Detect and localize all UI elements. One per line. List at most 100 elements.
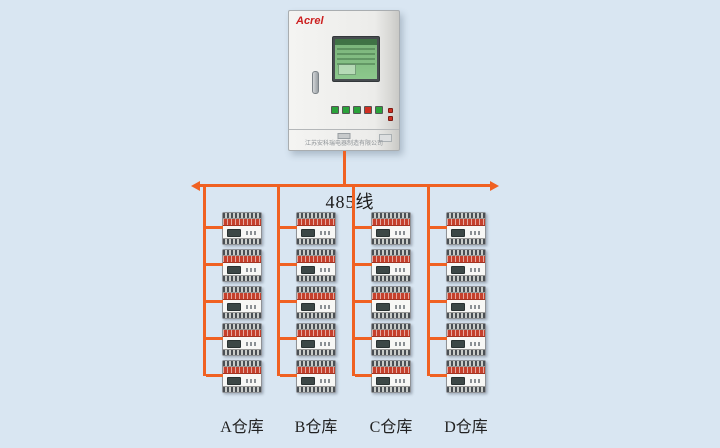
device-lcd-icon [227, 340, 241, 348]
power-meter-device [206, 249, 262, 282]
device-brand-band [297, 367, 335, 374]
device-buttons-icon [470, 342, 481, 346]
terminal-strip-top-icon [297, 213, 335, 219]
power-meter-device [280, 212, 336, 245]
device-buttons-icon [470, 305, 481, 309]
device-brand-band [223, 256, 261, 263]
terminal-strip-top-icon [372, 324, 410, 330]
terminal-strip-top-icon [447, 250, 485, 256]
warehouse-label-d: D仓库 [444, 419, 488, 436]
power-meter-device [206, 286, 262, 319]
device-lcd-icon [301, 377, 315, 385]
terminal-strip-top-icon [297, 361, 335, 367]
device-buttons-icon [395, 268, 406, 272]
warehouse-label-c: C仓库 [369, 419, 413, 436]
power-meter-device [355, 212, 411, 245]
device-column-d [430, 212, 486, 393]
terminal-strip-bottom-icon [223, 238, 261, 244]
device-face [372, 263, 410, 276]
panel-button [353, 106, 361, 114]
rs485-bus-line [200, 184, 490, 187]
device-lcd-icon [301, 303, 315, 311]
cabinet-lcd-screen [332, 36, 380, 82]
device-buttons-icon [395, 342, 406, 346]
terminal-strip-bottom-icon [447, 238, 485, 244]
device-face [372, 226, 410, 239]
power-meter-device [355, 249, 411, 282]
terminal-strip-bottom-icon [372, 275, 410, 281]
terminal-strip-bottom-icon [372, 312, 410, 318]
device-lcd-icon [451, 229, 465, 237]
device-brand-band [223, 219, 261, 226]
device-face [372, 374, 410, 387]
power-meter-device [280, 360, 336, 393]
device-face [297, 226, 335, 239]
device-face [223, 300, 261, 313]
device-lcd-icon [227, 229, 241, 237]
terminal-strip-top-icon [297, 287, 335, 293]
device-lcd-icon [376, 377, 390, 385]
device-lcd-icon [376, 266, 390, 274]
terminal-strip-top-icon [223, 213, 261, 219]
cabinet-label-tag [379, 134, 392, 142]
device-buttons-icon [320, 231, 331, 235]
device-brand-band [372, 219, 410, 226]
branch-wire-c [352, 185, 355, 376]
device-lcd-icon [376, 340, 390, 348]
device-buttons-icon [246, 305, 257, 309]
terminal-strip-top-icon [447, 324, 485, 330]
device-lcd-icon [301, 266, 315, 274]
cabinet-indicators [388, 108, 393, 121]
device-buttons-icon [320, 342, 331, 346]
device-buttons-icon [395, 379, 406, 383]
acrel-logo: Acrel [296, 15, 324, 27]
device-lcd-icon [227, 303, 241, 311]
device-face [297, 337, 335, 350]
terminal-strip-bottom-icon [297, 386, 335, 392]
device-face [223, 263, 261, 276]
power-meter-device [430, 249, 486, 282]
device-lcd-icon [376, 229, 390, 237]
device-brand-band [447, 367, 485, 374]
device-brand-band [223, 330, 261, 337]
branch-wire-b [277, 185, 280, 376]
terminal-strip-top-icon [223, 361, 261, 367]
terminal-strip-bottom-icon [372, 349, 410, 355]
cabinet-footer-text: 江苏安科瑞电器制造有限公司 [304, 141, 383, 147]
device-buttons-icon [246, 268, 257, 272]
device-brand-band [223, 293, 261, 300]
terminal-strip-top-icon [372, 250, 410, 256]
device-column-c [355, 212, 411, 393]
lcd-text-rows [337, 48, 375, 66]
device-lcd-icon [301, 340, 315, 348]
device-brand-band [447, 330, 485, 337]
device-face [447, 263, 485, 276]
device-lcd-icon [376, 303, 390, 311]
device-brand-band [223, 367, 261, 374]
terminal-strip-bottom-icon [297, 312, 335, 318]
control-cabinet: Acrel 江苏安科瑞电器制造有限公司 [288, 10, 400, 151]
device-buttons-icon [246, 379, 257, 383]
device-brand-band [447, 293, 485, 300]
device-brand-band [297, 219, 335, 226]
device-brand-band [447, 219, 485, 226]
terminal-strip-bottom-icon [447, 275, 485, 281]
device-face [223, 374, 261, 387]
terminal-strip-top-icon [223, 250, 261, 256]
device-lcd-icon [451, 340, 465, 348]
device-buttons-icon [470, 231, 481, 235]
device-buttons-icon [395, 231, 406, 235]
power-meter-device [430, 286, 486, 319]
device-brand-band [372, 367, 410, 374]
device-buttons-icon [320, 379, 331, 383]
power-meter-device [355, 360, 411, 393]
device-brand-band [297, 256, 335, 263]
device-buttons-icon [470, 268, 481, 272]
panel-button [364, 106, 372, 114]
device-lcd-icon [227, 266, 241, 274]
lcd-display [335, 39, 377, 79]
power-meter-device [280, 323, 336, 356]
terminal-strip-bottom-icon [447, 386, 485, 392]
terminal-strip-top-icon [372, 287, 410, 293]
